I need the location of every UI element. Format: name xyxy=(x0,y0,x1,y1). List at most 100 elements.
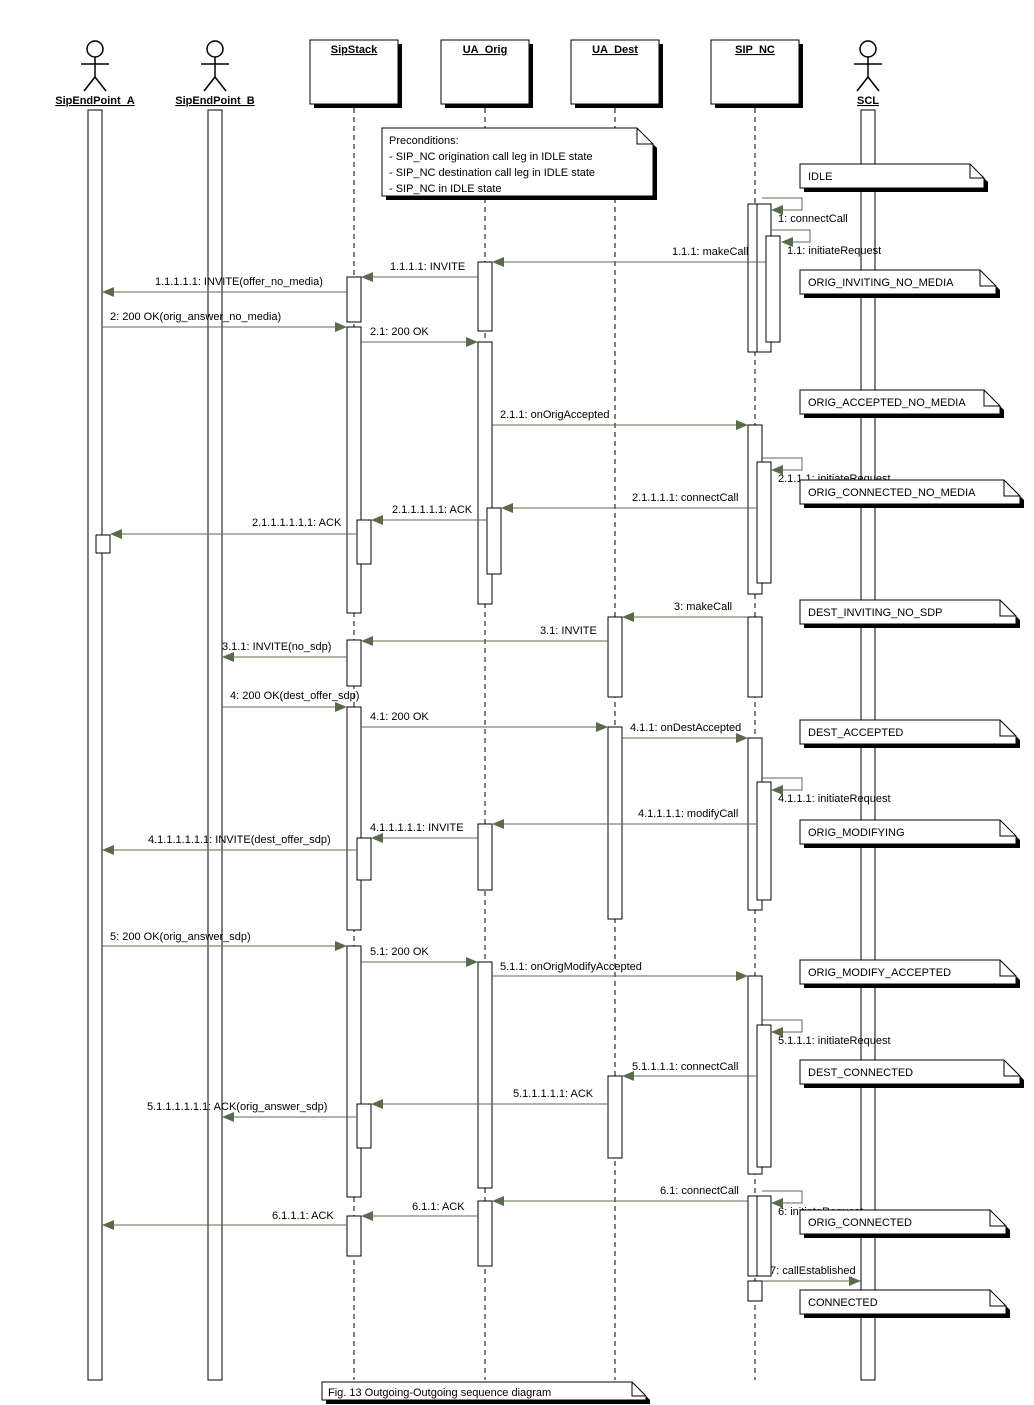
message-label: 5.1.1.1: initiateRequest xyxy=(778,1035,891,1047)
actor-icon xyxy=(81,40,109,92)
message-label: 2.1: 200 OK xyxy=(370,326,429,338)
precondition-line: - SIP_NC in IDLE state xyxy=(389,183,502,195)
activation-box xyxy=(607,1075,623,1159)
message-label: 2.1.1.1.1.1: ACK xyxy=(392,504,473,516)
state-label: ORIG_CONNECTED xyxy=(808,1217,912,1229)
state-note: ORIG_CONNECTED_NO_MEDIA xyxy=(799,479,1024,508)
participant-label: UA_Orig xyxy=(463,44,508,56)
state-note: DEST_ACCEPTED xyxy=(799,719,1020,748)
state-note: ORIG_ACCEPTED_NO_MEDIA xyxy=(799,389,1004,418)
activation-box xyxy=(356,519,372,565)
message-label: 7: callEstablished xyxy=(770,1265,856,1277)
activation-box xyxy=(356,1103,372,1149)
state-note: ORIG_MODIFY_ACCEPTED xyxy=(799,959,1020,988)
message-label: 4.1.1.1.1.1.1: INVITE(dest_offer_sdp) xyxy=(148,834,331,846)
preconditions-title: Preconditions: xyxy=(389,135,459,147)
state-note: DEST_INVITING_NO_SDP xyxy=(799,599,1020,628)
message-label: 5.1: 200 OK xyxy=(370,946,429,958)
state-label: ORIG_MODIFY_ACCEPTED xyxy=(808,967,951,979)
message-label: 5.1.1.1.1.1: ACK xyxy=(513,1088,594,1100)
activation-box xyxy=(765,235,781,343)
message-label: 4.1.1: onDestAccepted xyxy=(630,722,741,734)
participant-label: SipStack xyxy=(331,44,378,56)
activations xyxy=(95,203,781,1302)
activation-box xyxy=(477,261,493,332)
message-label: 4.1: 200 OK xyxy=(370,711,429,723)
message-label: 5.1.1.1.1: connectCall xyxy=(632,1061,738,1073)
activation-box xyxy=(356,837,372,881)
state-label: DEST_ACCEPTED xyxy=(808,727,903,739)
message-label: 1: connectCall xyxy=(778,213,848,225)
message-label: 4.1.1.1: initiateRequest xyxy=(778,793,891,805)
message-label: 4.1.1.1.1.1: INVITE xyxy=(370,822,464,834)
preconditions-note: Preconditions: - SIP_NC origination call… xyxy=(381,127,657,200)
state-note: ORIG_INVITING_NO_MEDIA xyxy=(799,269,1000,298)
activation-box xyxy=(756,1024,772,1168)
activation-box xyxy=(756,781,772,901)
message-labels: 1: connectCall 1.1: initiateRequest 1.1.… xyxy=(110,213,891,1277)
message-label: 1.1: initiateRequest xyxy=(787,245,881,257)
activation-box xyxy=(756,1195,772,1277)
precondition-line: - SIP_NC origination call leg in IDLE st… xyxy=(389,151,593,163)
activation-box xyxy=(346,276,362,323)
messages xyxy=(102,197,861,1286)
message-label: 2.1.1: onOrigAccepted xyxy=(500,409,609,421)
state-label: DEST_CONNECTED xyxy=(808,1067,913,1079)
state-note: ORIG_MODIFYING xyxy=(799,819,1020,848)
activation-box xyxy=(95,534,111,554)
lifeline-bar-a xyxy=(87,109,103,1381)
self-message-arrow xyxy=(762,197,803,215)
message-label: 3.1.1: INVITE(no_sdp) xyxy=(222,641,331,653)
activation-box xyxy=(747,616,763,698)
state-label: DEST_INVITING_NO_SDP xyxy=(808,607,942,619)
message-label: 6.1: connectCall xyxy=(660,1185,739,1197)
participant-label: SipEndPoint_B xyxy=(175,95,255,107)
state-notes: IDLE ORIG_INVITING_NO_MEDIA ORIG_ACCEPTE… xyxy=(799,163,1024,1318)
state-label: ORIG_MODIFYING xyxy=(808,827,905,839)
self-message-arrow xyxy=(771,229,811,247)
message-label: 1.1.1.1: INVITE xyxy=(390,261,465,273)
participant-sipendpoint-b: SipEndPoint_B xyxy=(175,40,255,107)
message-label: 5: 200 OK(orig_answer_sdp) xyxy=(110,931,251,943)
caption-text: Fig. 13 Outgoing-Outgoing sequence diagr… xyxy=(328,1387,551,1399)
activation-box xyxy=(477,1200,493,1267)
activation-box xyxy=(747,1280,763,1302)
precondition-line: - SIP_NC destination call leg in IDLE st… xyxy=(389,167,595,179)
participant-ua-dest: UA_Dest xyxy=(570,39,663,108)
actor-icon xyxy=(854,40,882,92)
message-label: 1.1.1.1.1: INVITE(offer_no_media) xyxy=(155,276,323,288)
activation-box xyxy=(477,823,493,891)
participant-scl: SCL xyxy=(854,40,882,107)
activation-box xyxy=(756,461,772,584)
activation-box xyxy=(607,616,623,698)
activation-box xyxy=(346,1215,362,1257)
message-label: 2: 200 OK(orig_answer_no_media) xyxy=(110,311,281,323)
state-note: DEST_CONNECTED xyxy=(799,1059,1024,1088)
self-message-arrow xyxy=(762,777,803,795)
message-label: 2.1.1.1.1.1.1: ACK xyxy=(252,517,342,529)
state-label: ORIG_ACCEPTED_NO_MEDIA xyxy=(808,397,966,409)
activation-box xyxy=(346,326,362,614)
activation-box xyxy=(477,961,493,1189)
message-label: 6.1.1: ACK xyxy=(412,1201,465,1213)
activation-box xyxy=(486,507,502,575)
actor-icon xyxy=(201,40,229,92)
participant-label: SCL xyxy=(857,95,879,107)
message-label: 5.1.1.1.1.1.1: ACK(orig_answer_sdp) xyxy=(147,1101,327,1113)
participant-sip-nc: SIP_NC xyxy=(710,39,803,108)
message-label: 6.1.1.1: ACK xyxy=(272,1210,334,1222)
message-label: 2.1.1.1.1: connectCall xyxy=(632,492,738,504)
activation-box xyxy=(607,726,623,920)
message-label: 1.1.1: makeCall xyxy=(672,246,748,258)
participant-sipendpoint-a: SipEndPoint_A xyxy=(55,40,135,107)
state-label: ORIG_CONNECTED_NO_MEDIA xyxy=(808,487,976,499)
message-label: 5.1.1: onOrigModifyAccepted xyxy=(500,961,642,973)
participant-sipstack: SipStack xyxy=(309,39,402,108)
participant-ua-orig: UA_Orig xyxy=(440,39,533,108)
participant-label: UA_Dest xyxy=(592,44,638,56)
activation-box xyxy=(346,706,362,931)
state-note: ORIG_CONNECTED xyxy=(799,1209,1010,1238)
participant-label: SipEndPoint_A xyxy=(55,95,135,107)
self-message-arrow xyxy=(762,1019,803,1037)
